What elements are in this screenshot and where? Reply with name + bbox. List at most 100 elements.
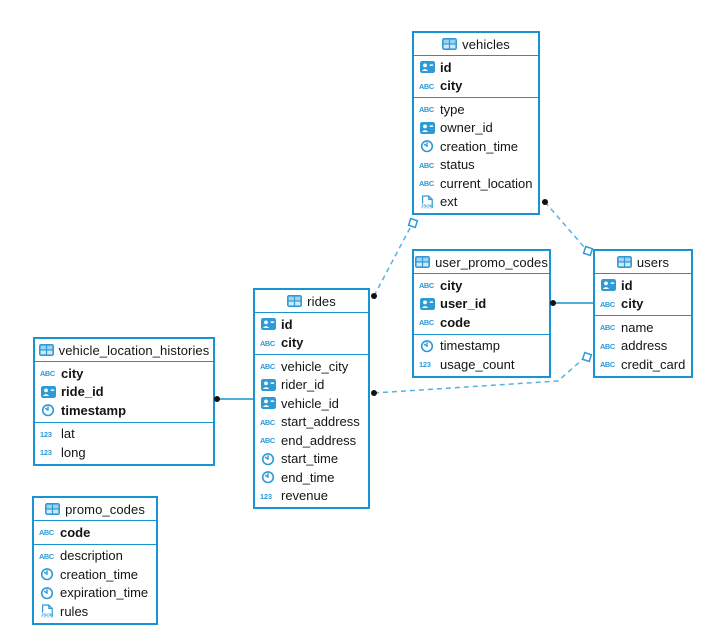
text-type-icon: ABC	[418, 104, 436, 114]
id-card-icon	[39, 385, 57, 398]
table-name: rides	[307, 293, 336, 309]
field-label: status	[440, 157, 475, 173]
field-label: type	[440, 101, 465, 117]
text-type-icon: ABC	[259, 338, 277, 348]
field-row-id[interactable]: id	[255, 315, 368, 334]
relationship-endpoint-dot	[371, 390, 377, 396]
table-header[interactable]: vehicle_location_histories	[35, 339, 213, 362]
field-row-creation_time[interactable]: creation_time	[34, 565, 156, 584]
text-type-icon: ABC	[418, 81, 436, 91]
svg-text:ABC: ABC	[419, 318, 435, 327]
field-row-id[interactable]: id	[595, 276, 691, 295]
text-type-icon: ABC	[599, 299, 617, 309]
field-row-creation_time[interactable]: creation_time	[414, 137, 538, 156]
field-row-city[interactable]: ABC city	[255, 334, 368, 353]
text-type-icon: ABC	[259, 435, 277, 445]
time-icon	[259, 452, 277, 466]
table-icon	[415, 256, 431, 268]
field-row-type[interactable]: ABC type	[414, 100, 538, 119]
number-icon: 123	[259, 491, 277, 501]
field-row-status[interactable]: ABC status	[414, 156, 538, 175]
svg-text:ABC: ABC	[600, 300, 616, 309]
svg-text:ABC: ABC	[600, 360, 616, 369]
field-row-id[interactable]: id	[414, 58, 538, 77]
field-row-end_time[interactable]: end_time	[255, 468, 368, 487]
relationship-endpoint-dot	[371, 293, 377, 299]
id-card-icon	[259, 318, 277, 331]
table-name: user_promo_codes	[435, 254, 548, 270]
field-row-expiration_time[interactable]: expiration_time	[34, 584, 156, 603]
field-row-timestamp[interactable]: timestamp	[414, 337, 549, 356]
time-icon	[39, 403, 57, 417]
table-header[interactable]: rides	[255, 290, 368, 313]
table-name: vehicle_location_histories	[58, 342, 210, 358]
time-icon	[418, 139, 436, 153]
relationship-diamond-marker	[581, 351, 593, 363]
field-label: revenue	[281, 488, 328, 504]
time-icon	[259, 470, 277, 484]
field-row-user_id[interactable]: user_id	[414, 295, 549, 314]
field-row-timestamp[interactable]: timestamp	[35, 401, 213, 420]
svg-text:ABC: ABC	[419, 82, 435, 91]
field-row-revenue[interactable]: 123 revenue	[255, 487, 368, 506]
svg-text:123: 123	[40, 430, 52, 439]
field-label: city	[281, 335, 304, 351]
field-row-start_time[interactable]: start_time	[255, 450, 368, 469]
id-card-icon	[259, 378, 277, 391]
field-label: user_id	[440, 296, 487, 312]
svg-text:ABC: ABC	[419, 161, 435, 170]
field-row-rider_id[interactable]: rider_id	[255, 376, 368, 395]
field-row-owner_id[interactable]: owner_id	[414, 119, 538, 138]
relationship-line-vehicles-users	[544, 201, 585, 248]
field-label: id	[621, 277, 633, 293]
time-icon	[38, 586, 56, 600]
svg-text:ABC: ABC	[40, 369, 56, 378]
table-header[interactable]: promo_codes	[34, 498, 156, 521]
relationship-diamond-marker	[582, 245, 594, 257]
id-card-icon	[418, 121, 436, 134]
table-header[interactable]: users	[595, 251, 691, 274]
time-icon	[38, 567, 56, 581]
table-header[interactable]: vehicles	[414, 33, 538, 56]
relationship-diamond-marker	[407, 217, 419, 229]
field-row-vehicle_id[interactable]: vehicle_id	[255, 394, 368, 413]
field-label: end_time	[281, 469, 335, 485]
svg-text:ABC: ABC	[419, 105, 435, 114]
json-icon: JSON	[418, 195, 436, 209]
relationship-endpoint-dot	[542, 199, 548, 205]
table-icon	[45, 503, 61, 515]
table-header[interactable]: user_promo_codes	[414, 251, 549, 274]
field-row-ride_id[interactable]: ride_id	[35, 383, 213, 402]
table-name: users	[636, 254, 670, 270]
